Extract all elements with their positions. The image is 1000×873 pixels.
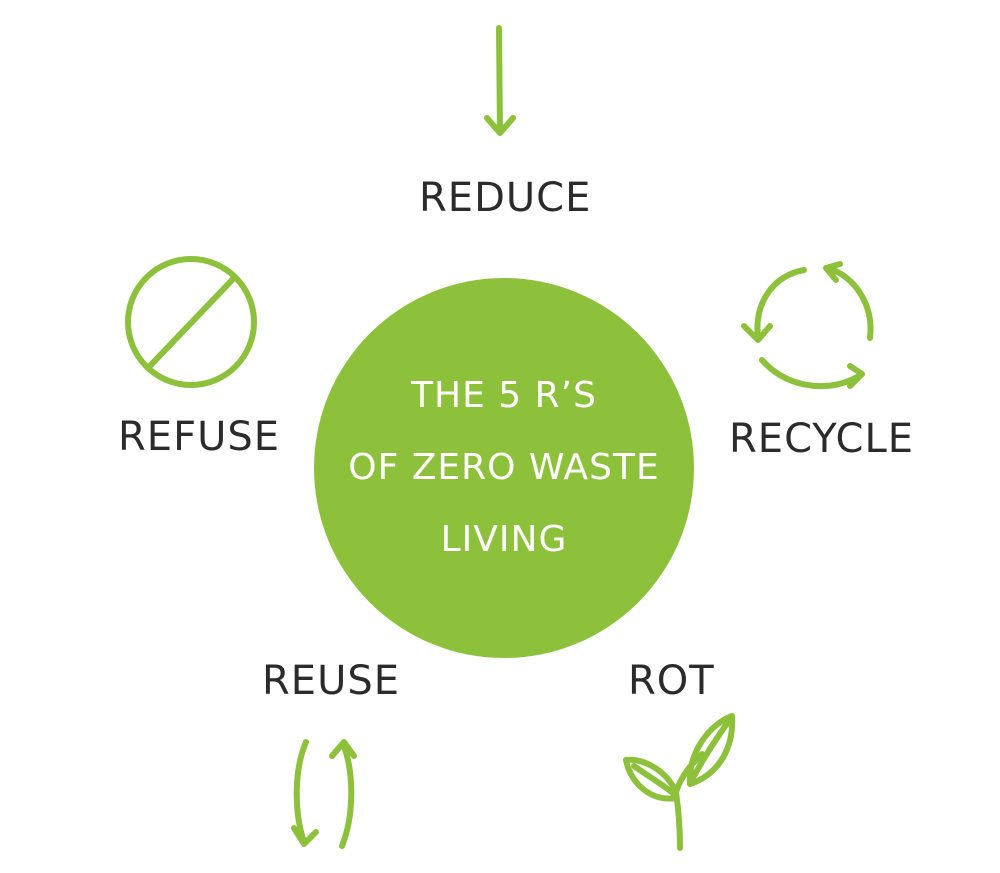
prohibited-icon [125,256,257,388]
reduce-label: REDUCE [419,175,592,221]
center-title-line-1: THE 5 R’S [411,375,597,416]
reuse-arrows-icon [291,739,357,849]
center-title-line-3: LIVING [440,519,568,560]
sprout-icon [623,713,736,851]
reuse-label: REUSE [262,658,401,704]
recycle-icon [741,261,874,390]
center-circle: THE 5 R’S OF ZERO WASTE LIVING [314,278,694,658]
recycle-label: RECYCLE [729,416,915,462]
down-arrow-icon [484,25,516,136]
center-title-line-2: OF ZERO WASTE [348,447,660,488]
rot-label: ROT [628,658,715,704]
refuse-label: REFUSE [118,414,281,460]
